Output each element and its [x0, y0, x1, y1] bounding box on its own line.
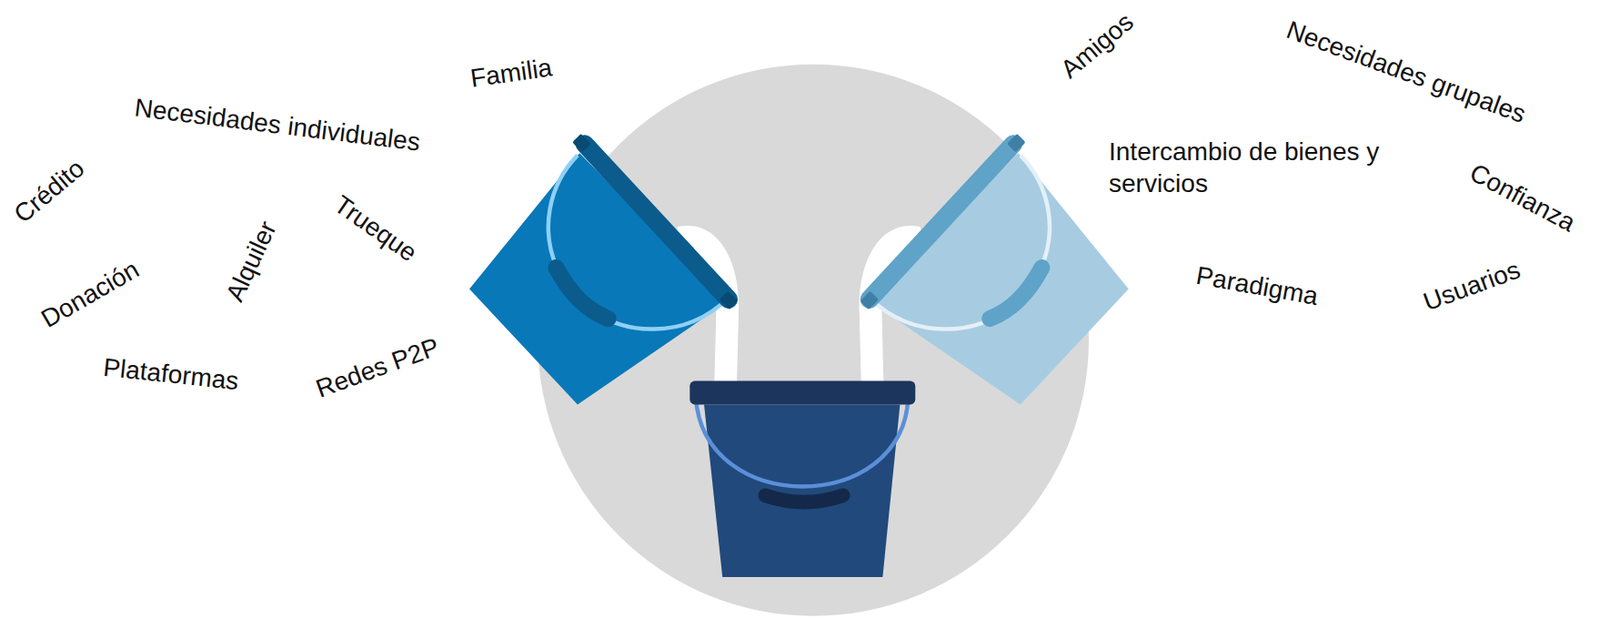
bucket-body: [704, 403, 900, 577]
keyword-label: Familia: [468, 50, 554, 94]
keyword-label: Crédito: [7, 152, 91, 231]
bucket-handle: [870, 155, 1050, 330]
keyword-label: Amigos: [1054, 6, 1140, 86]
keyword-label: Confianza: [1464, 156, 1581, 239]
keyword-label: Plataformas: [101, 351, 241, 397]
bucket-body: [469, 152, 727, 404]
bucket-grip: [555, 267, 608, 319]
rim-cap: [1006, 133, 1027, 153]
keyword-label: Donación: [35, 252, 145, 334]
bucket-handle: [548, 155, 728, 330]
bucket-handle: [695, 398, 908, 487]
bucket-grip: [764, 494, 843, 502]
keyword-label: Redes P2P: [311, 330, 443, 404]
right-bucket: [859, 133, 1128, 405]
keyword-label: Necesidades grupales: [1282, 13, 1530, 131]
rim-cap: [572, 133, 592, 153]
bottom-bucket: [689, 381, 916, 577]
keyword-label: Alquiler: [218, 215, 283, 306]
bucket-rim: [689, 381, 916, 405]
keyword-label: Trueque: [328, 188, 424, 269]
keyword-label: Paradigma: [1193, 259, 1320, 312]
rim-cap: [719, 291, 739, 311]
left-bucket: [469, 133, 738, 405]
bucket-rim: [869, 143, 1014, 300]
bucket-grip: [989, 267, 1042, 319]
bucket-body: [871, 152, 1129, 404]
keyword-label: Usuarios: [1418, 253, 1525, 319]
keyword-label: Intercambio de bienes y servicios: [1108, 135, 1473, 200]
keyword-label: Necesidades individuales: [132, 90, 423, 158]
bucket-rim: [584, 143, 729, 300]
rim-cap: [859, 291, 879, 311]
